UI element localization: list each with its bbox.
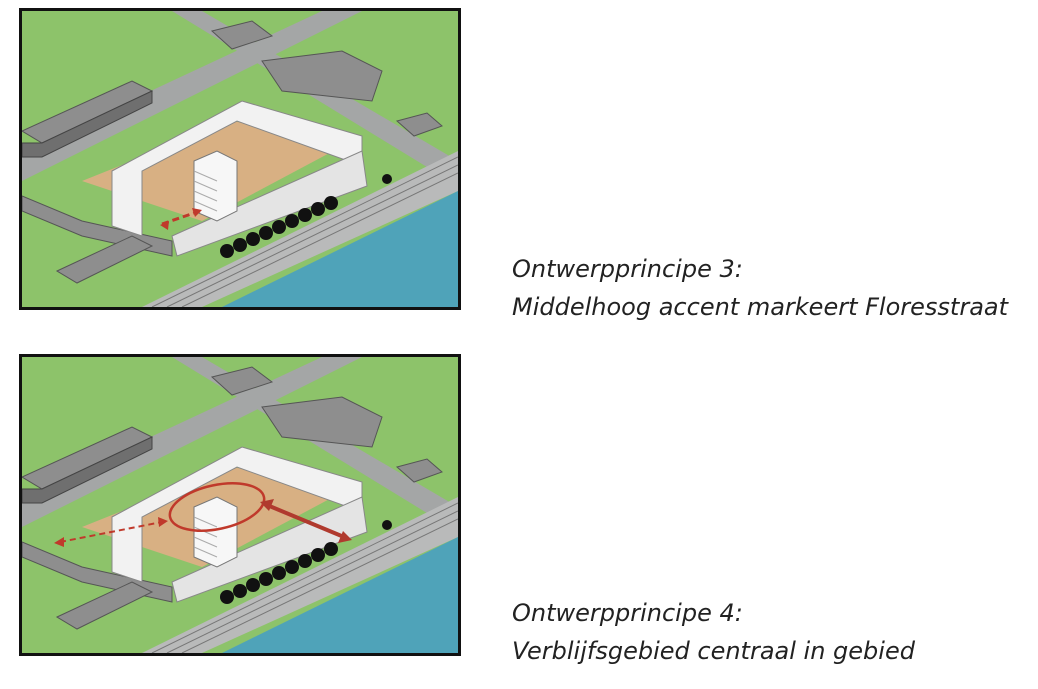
- railway-strip: [142, 497, 458, 653]
- road-upper: [22, 357, 362, 527]
- water: [222, 191, 458, 307]
- road-diagonal: [172, 357, 458, 532]
- aerial-diagram-principle-4: [19, 354, 461, 656]
- aerial-diagram-principle-3: [19, 8, 461, 310]
- row-houses-southwest: [55, 235, 154, 284]
- caption-title: Ontwerpprincipe 3:: [512, 255, 743, 283]
- new-perimeter-block: [111, 100, 363, 237]
- solid-arrow-to-waterfront: [266, 503, 345, 539]
- caption-description: Middelhoog accent markeert Floresstraat: [512, 293, 1009, 321]
- row-houses-southwest: [55, 581, 154, 630]
- row-houses-north: [261, 396, 383, 448]
- accent-tower: [193, 496, 238, 568]
- caption-principle-3: Ontwerpprincipe 3: Middelhoog accent mar…: [512, 250, 1008, 326]
- aerial-illustration: [22, 357, 458, 653]
- caption-title: Ontwerpprincipe 4:: [512, 599, 743, 627]
- dashed-arrow-west: [59, 521, 163, 543]
- road-diagonal: [172, 11, 458, 186]
- water: [222, 537, 458, 653]
- central-stay-area-ellipse: [168, 482, 266, 532]
- tree-row: [220, 520, 392, 604]
- caption-description: Verblijfsgebied centraal in gebied: [512, 637, 915, 665]
- tree-row: [220, 174, 392, 258]
- railway-strip: [142, 151, 458, 307]
- caption-principle-4: Ontwerpprincipe 4: Verblijfsgebied centr…: [512, 594, 915, 670]
- new-perimeter-block: [111, 446, 363, 583]
- aerial-illustration: [22, 11, 458, 307]
- road-upper: [22, 11, 362, 181]
- row-houses-north: [261, 50, 383, 102]
